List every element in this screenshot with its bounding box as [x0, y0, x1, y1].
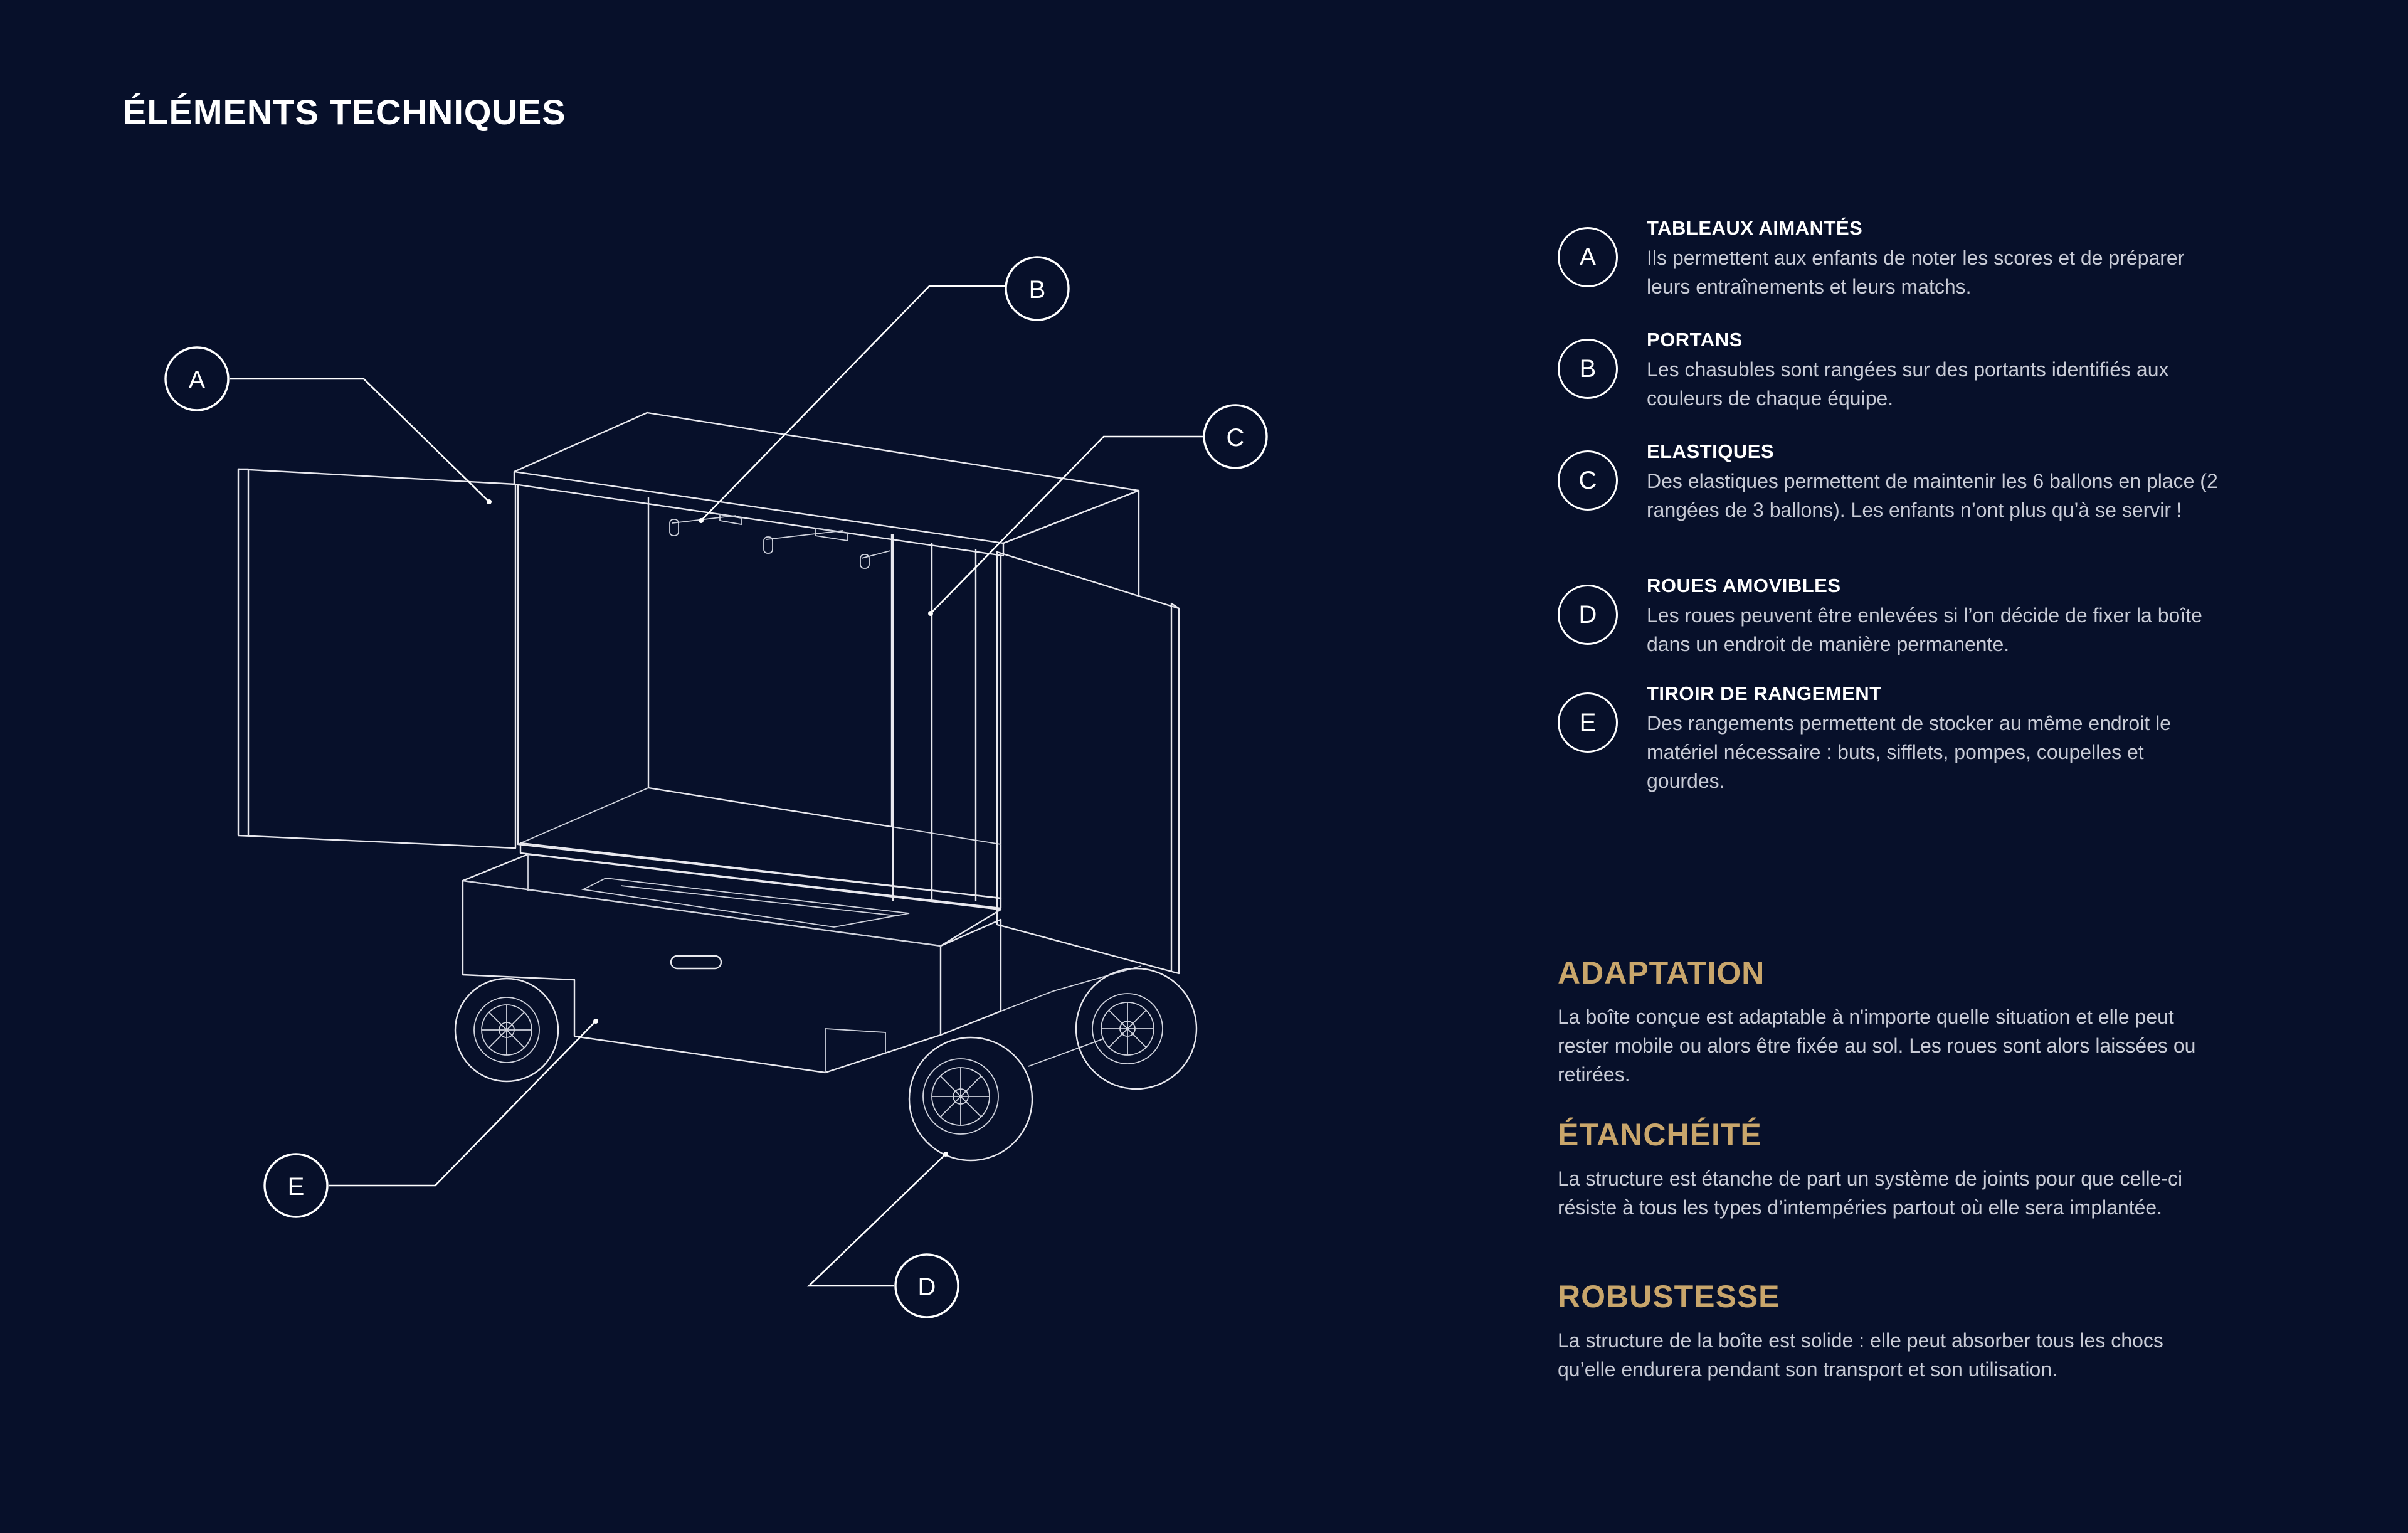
- rail-hook-2: [763, 536, 773, 554]
- legend-heading-c: ELASTIQUES: [1647, 440, 1775, 462]
- property-robustesse: ROBUSTESSE La structure de la boîte est …: [1558, 1278, 2247, 1384]
- chassis: [1000, 965, 1142, 1067]
- drawer-handle: [670, 955, 722, 970]
- property-title-etancheite: ÉTANCHÉITÉ: [1558, 1117, 1762, 1152]
- property-title-adaptation: ADAPTATION: [1558, 955, 1765, 990]
- legend-text-a: Ils permettent aux enfants de noter les …: [1647, 247, 2185, 298]
- rail-clip: [719, 513, 848, 542]
- wheel-front-right: [908, 1036, 1033, 1162]
- callout-c: C: [1203, 404, 1268, 469]
- cabinet-divider: [892, 534, 977, 901]
- legend-badge-a: A: [1558, 227, 1618, 287]
- page-title: ÉLÉMENTS TECHNIQUES: [123, 92, 566, 132]
- drawer-right-face: [940, 918, 1002, 1036]
- legend-text-e: Des rangements permettent de stocker au …: [1647, 712, 2171, 792]
- drawer-compartments: [527, 854, 910, 1073]
- property-text-adaptation: La boîte conçue est adaptable à n'import…: [1558, 1005, 2196, 1086]
- callout-d-label: D: [918, 1273, 936, 1301]
- cabinet-front-frame: [517, 484, 1002, 899]
- property-adaptation: ADAPTATION La boîte conçue est adaptable…: [1558, 955, 2247, 1089]
- cabinet-drawing: [237, 411, 1198, 1162]
- callout-line-e: [329, 1021, 596, 1187]
- base-shelf: [519, 842, 1002, 910]
- callout-line-b: [700, 285, 1007, 521]
- callout-e-label: E: [288, 1173, 305, 1201]
- rail-hook-1: [669, 519, 679, 536]
- cabinet-right-side: [1003, 489, 1140, 596]
- property-text-etancheite: La structure est étanche de part un syst…: [1558, 1167, 2183, 1219]
- legend-heading-a: TABLEAUX AIMANTÉS: [1647, 217, 1863, 239]
- legend-badge-b: B: [1558, 339, 1618, 399]
- property-text-robustesse: La structure de la boîte est solide : el…: [1558, 1329, 2163, 1381]
- callout-c-label: C: [1227, 424, 1245, 452]
- callout-line-d: [806, 1154, 946, 1287]
- left-door: [237, 468, 517, 849]
- property-etancheite: ÉTANCHÉITÉ La structure est étanche de p…: [1558, 1117, 2247, 1222]
- legend-heading-b: PORTANS: [1647, 329, 1743, 351]
- legend-text-c: Des elastiques permettent de maintenir l…: [1647, 470, 2218, 521]
- property-title-robustesse: ROBUSTESSE: [1558, 1279, 1780, 1314]
- callout-lines: [230, 285, 1203, 1287]
- legend-heading-e: TIROIR DE RANGEMENT: [1647, 682, 1882, 704]
- wheel-front-left: [454, 977, 559, 1083]
- legend-badge-c: C: [1558, 450, 1618, 511]
- callout-d: D: [894, 1253, 959, 1318]
- callout-e: E: [263, 1153, 329, 1218]
- rail-hook-3: [860, 554, 870, 569]
- cabinet-inner-floor: [517, 787, 1001, 845]
- legend-badge-d: D: [1558, 585, 1618, 645]
- callout-line-c: [930, 435, 1203, 614]
- callout-b: B: [1005, 256, 1070, 321]
- callout-a: A: [164, 346, 230, 411]
- drawer-front: [462, 881, 942, 1074]
- legend-badge-e: E: [1558, 692, 1618, 753]
- cabinet-top-edge: [513, 472, 1005, 557]
- left-door-edge: [238, 468, 250, 835]
- rail-1: [672, 515, 891, 559]
- legend-heading-d: ROUES AMOVIBLES: [1647, 575, 1841, 597]
- right-door: [996, 551, 1180, 975]
- right-door-edge: [1170, 602, 1180, 971]
- cabinet-inner-back: [647, 497, 893, 828]
- legend-text-b: Les chasubles sont rangées sur des porta…: [1647, 358, 2169, 410]
- drawer-inner-wall: [462, 880, 941, 947]
- legend-text-d: Les roues peuvent être enlevées si l’on …: [1647, 604, 2202, 655]
- wheel-back-right: [1075, 967, 1198, 1090]
- callout-a-label: A: [189, 366, 206, 394]
- callout-line-a: [230, 378, 490, 502]
- callout-b-label: B: [1029, 276, 1046, 304]
- cabinet-top: [513, 411, 1140, 544]
